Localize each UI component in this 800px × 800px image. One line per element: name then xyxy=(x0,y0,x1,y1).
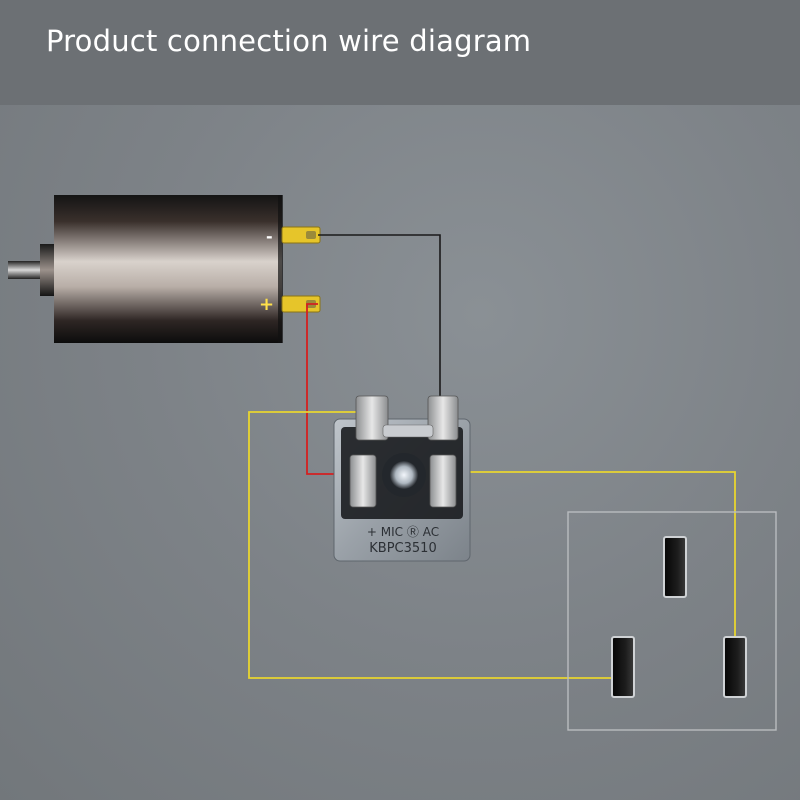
dc-motor-icon xyxy=(8,195,283,343)
wire-negative xyxy=(318,234,441,402)
rectifier-terminal-negative xyxy=(427,395,459,441)
outlet-neutral-slot xyxy=(611,636,635,698)
motor-positive-terminal xyxy=(281,295,321,313)
rectifier-terminal-positive xyxy=(349,454,377,508)
minus-label: - xyxy=(266,227,273,246)
wire-ac-right xyxy=(446,471,736,640)
motor-body xyxy=(54,195,282,343)
rectifier-terminal-ac2 xyxy=(429,454,457,508)
rectifier-marking-line2: KBPC3510 xyxy=(369,541,436,556)
page-title: Product connection wire diagram xyxy=(46,24,532,58)
motor-end-cap xyxy=(40,244,58,296)
mounting-hole xyxy=(390,461,418,489)
rectifier-marking-line1: + MIC Ⓡ AC xyxy=(367,525,439,539)
motor-negative-terminal xyxy=(281,226,321,244)
wire-positive xyxy=(306,303,356,475)
bridge-rectifier-icon: + MIC Ⓡ AC KBPC3510 xyxy=(333,395,471,562)
wire-ac-left xyxy=(248,411,612,679)
rectifier-terminal-ac1 xyxy=(355,395,389,441)
outlet-live-slot xyxy=(723,636,747,698)
plus-label: + xyxy=(259,294,274,315)
outlet-faceplate xyxy=(567,511,777,731)
header: Product connection wire diagram xyxy=(0,0,800,105)
power-outlet-icon xyxy=(567,511,777,731)
motor-shaft xyxy=(8,261,44,279)
outlet-ground-slot xyxy=(663,536,687,598)
